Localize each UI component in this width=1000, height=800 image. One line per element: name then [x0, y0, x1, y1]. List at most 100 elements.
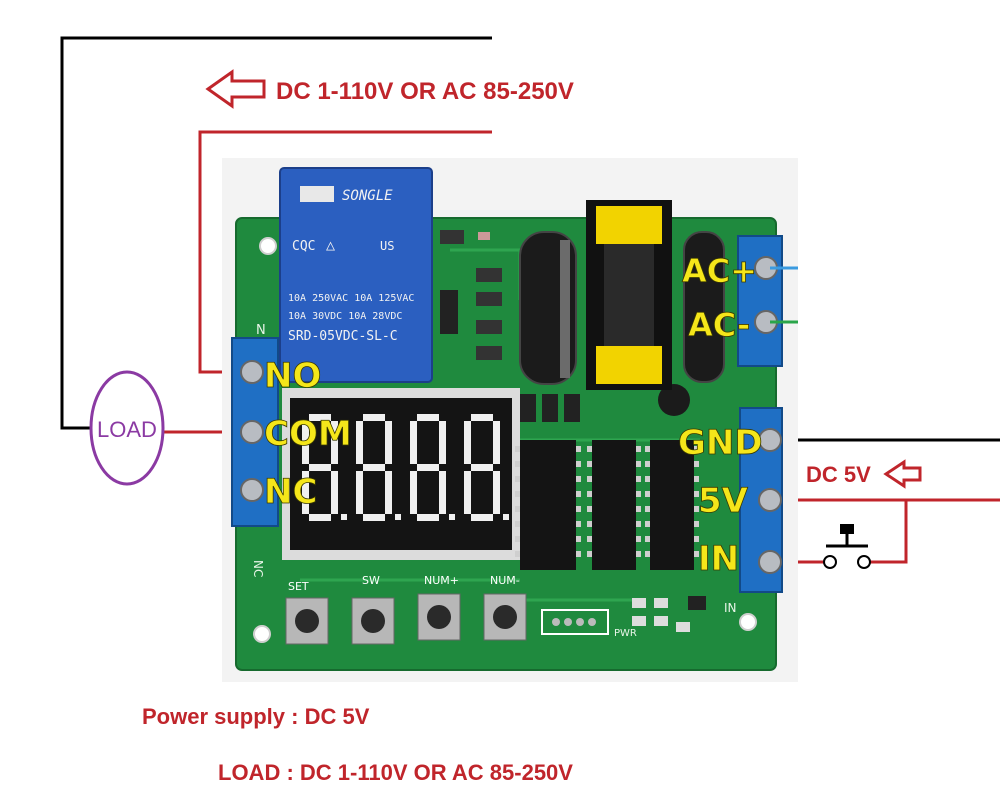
load-circle [89, 370, 165, 486]
display-segment [493, 421, 500, 464]
ic-pin [636, 521, 641, 527]
capacitors [519, 231, 725, 416]
capacitor-right [683, 231, 725, 383]
display-segment [464, 421, 471, 464]
ic-pin [694, 461, 699, 467]
ic-pin [645, 461, 650, 467]
load: LOAD [89, 370, 165, 486]
ic-pin [645, 521, 650, 527]
button-cap [427, 605, 451, 629]
transformer [586, 200, 672, 390]
button-sw[interactable]: SW [351, 574, 395, 645]
pcb-label-nc: NC [251, 560, 265, 577]
smd-bottom-right [632, 596, 706, 632]
display-decimal-point [395, 514, 401, 520]
ic-pin [576, 551, 581, 557]
ic-pin [636, 491, 641, 497]
smd-part [632, 616, 646, 626]
button-sw-label: SW [362, 574, 380, 587]
display-decimal-point [449, 514, 455, 520]
ic-pin [576, 506, 581, 512]
display-segment [302, 471, 309, 514]
button-num-plus-label: NUM+ [424, 574, 459, 587]
footer: Power supply : DC 5V LOAD : DC 1-110V OR… [142, 704, 573, 785]
ic-pin [515, 461, 520, 467]
label-no: NO [264, 356, 321, 396]
display-segment [471, 464, 493, 471]
ic-pin [515, 491, 520, 497]
ac-terminal-labels: AC+ AC- [682, 252, 758, 345]
push-buttons: SET SW NUM+ NUM- [285, 574, 527, 645]
mounting-hole [259, 237, 277, 255]
screw-icon [758, 428, 782, 452]
dc-5v-text: DC 5V [806, 462, 871, 487]
ic-pin [515, 551, 520, 557]
smd-part [440, 290, 458, 334]
display-segment [464, 471, 471, 514]
ic-chip [592, 440, 636, 570]
dc-input-label: DC 5V [806, 459, 922, 489]
ic-pin [587, 491, 592, 497]
display-segment [410, 421, 417, 464]
transformer-bobbin-top [596, 206, 662, 244]
led-display [282, 388, 520, 560]
ic-pin [515, 506, 520, 512]
screw-icon [758, 550, 782, 574]
button-num-minus[interactable]: NUM- [483, 574, 527, 641]
ic-pin [576, 461, 581, 467]
display-segment [331, 471, 338, 514]
screw-icon [758, 488, 782, 512]
ic-pin [587, 506, 592, 512]
terminal-ac [737, 235, 798, 367]
display-segment [439, 471, 446, 514]
load-label: LOAD [97, 417, 157, 442]
left-arrow-icon [205, 69, 266, 109]
header-pin [552, 618, 560, 626]
button-set[interactable]: SET [285, 580, 329, 645]
ic-pin [645, 476, 650, 482]
display-segment [309, 414, 331, 421]
ic-pin [636, 551, 641, 557]
screw-icon [240, 420, 264, 444]
ic-pin [515, 536, 520, 542]
display-segment [309, 464, 331, 471]
display-segment [471, 514, 493, 521]
ic-pin [636, 506, 641, 512]
ic-pin [645, 551, 650, 557]
mounting-hole [253, 625, 271, 643]
relay-terminal-labels: NO COM NC [264, 356, 353, 513]
ic-pin [587, 476, 592, 482]
button-num-plus[interactable]: NUM+ [417, 574, 461, 641]
relay-model: SRD-05VDC-SL-C [288, 329, 398, 344]
smd-part [476, 292, 502, 306]
button-cap [493, 605, 517, 629]
display-segment [493, 471, 500, 514]
ic-pin [587, 446, 592, 452]
relay-body [279, 167, 433, 383]
header-pin [588, 618, 596, 626]
smd-part [564, 394, 580, 422]
transformer-bobbin-bottom [596, 346, 662, 384]
display-decimal-point [503, 514, 509, 520]
pin-header-frame [541, 609, 609, 635]
capacitor-stripe [560, 240, 570, 378]
relay-brand-mark-icon [300, 186, 334, 202]
display-segment [417, 414, 439, 421]
relay-brand: SONGLE [342, 188, 393, 204]
ic-pin [576, 521, 581, 527]
smd-part [476, 268, 502, 282]
terminal-block-ac [737, 235, 783, 367]
transformer-winding [604, 244, 654, 346]
push-switch-icon [823, 524, 871, 569]
label-ac-plus: AC+ [682, 252, 757, 290]
header-pin [564, 618, 572, 626]
display-segment [385, 421, 392, 464]
display-segment [356, 471, 363, 514]
screw-icon [240, 360, 264, 384]
ic-pin [515, 521, 520, 527]
ic-pin [645, 506, 650, 512]
capacitor-small [658, 384, 690, 416]
ic-chips [520, 440, 694, 570]
ic-pin [576, 446, 581, 452]
